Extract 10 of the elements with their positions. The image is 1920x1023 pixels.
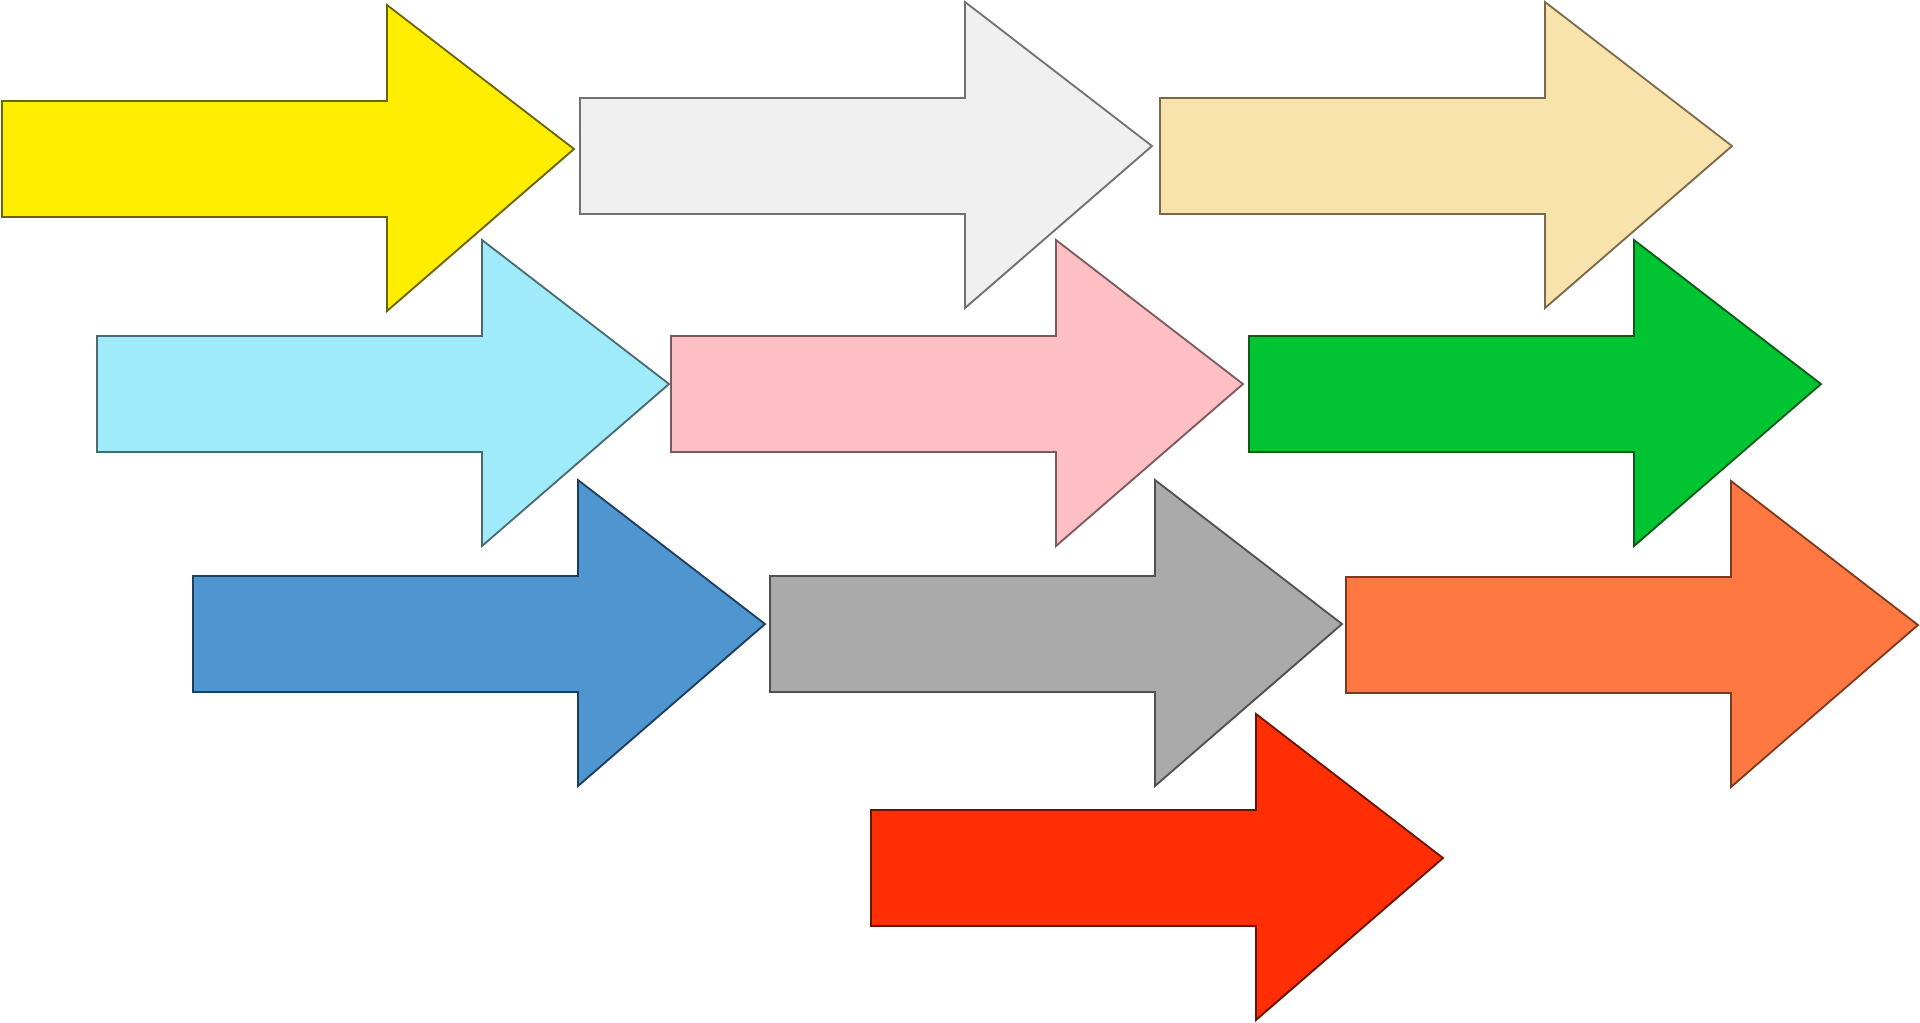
arrow-shape [770,480,1342,786]
arrow-shape [2,5,574,311]
arrow-shape [871,714,1443,1020]
arrow-shape [97,240,669,546]
arrow-shape [193,480,765,786]
arrow-shape [1160,2,1732,308]
arrow-shape [1249,240,1821,546]
arrow-shape [1346,481,1918,787]
arrow-shape [580,2,1152,308]
arrow-shape [671,240,1243,546]
